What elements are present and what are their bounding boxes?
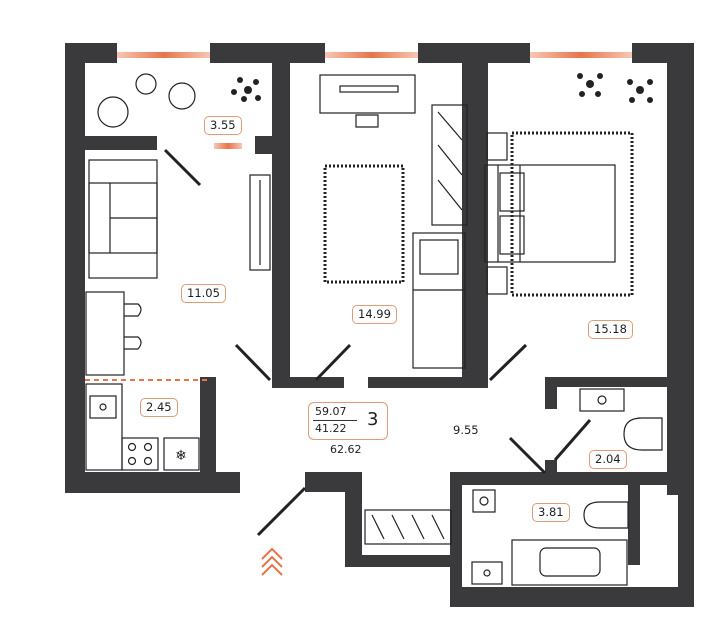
balcony-stool (135, 73, 157, 95)
bath-sink (471, 561, 503, 585)
plant-icon (577, 73, 653, 103)
furniture (85, 73, 663, 586)
rooms-count: 3 (367, 409, 379, 430)
room-area-kitchen: 2.45 (140, 398, 178, 417)
room-area-living: 11.05 (181, 284, 226, 303)
tv-stand (249, 174, 271, 271)
walls (65, 43, 694, 607)
room-area-bedroom2: 15.18 (588, 320, 633, 339)
bath-toilet (583, 501, 629, 529)
snowflake-icon: ❄ (175, 448, 187, 464)
hall-wardrobe (364, 509, 452, 545)
rug-bedroom1 (323, 164, 405, 284)
room-area-toilet: 2.04 (589, 450, 627, 469)
rug-bedroom2 (510, 131, 634, 297)
sink (89, 395, 117, 419)
total-area: 62.62 (330, 443, 362, 456)
nightstand-1 (486, 132, 508, 161)
dining-table (85, 291, 142, 376)
balcony-chair-2 (168, 82, 196, 110)
wardrobe-1 (431, 104, 468, 226)
bathtub (511, 539, 628, 586)
sofa (88, 159, 158, 279)
chevron-up-double-icon (261, 547, 283, 576)
desk (319, 74, 416, 114)
plant-icon (231, 77, 261, 102)
area-summary: 59.07 41.22 3 (308, 402, 388, 440)
summary-divider (313, 420, 357, 421)
washer (472, 489, 496, 513)
double-bed (484, 164, 616, 263)
living-area: 59.07 (315, 405, 347, 418)
toilet (623, 417, 663, 451)
fridge (163, 437, 200, 471)
second-area: 41.22 (315, 422, 347, 435)
toilet-sink (579, 388, 625, 412)
room-area-balcony: 3.55 (204, 116, 242, 135)
desk-chair (355, 114, 379, 128)
room-area-bedroom1: 14.99 (352, 305, 397, 324)
windows (117, 52, 632, 149)
room-area-bathroom: 3.81 (532, 503, 570, 522)
doors (163, 148, 592, 537)
kitchen-counter (85, 383, 123, 471)
balcony-chair-1 (97, 96, 129, 128)
nightstand-2 (486, 266, 508, 295)
room-area-hallway: 9.55 (447, 421, 485, 440)
stove (121, 437, 159, 471)
single-bed (412, 232, 466, 369)
